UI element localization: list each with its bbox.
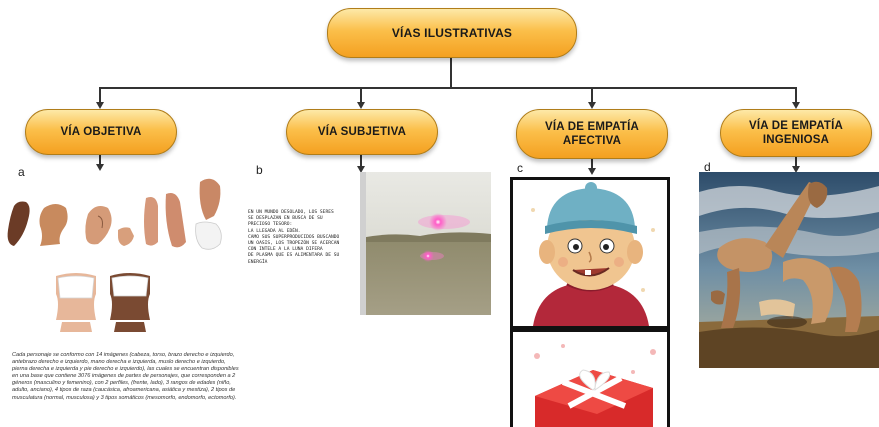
panel-d-painting: [699, 172, 879, 368]
story-line: PRECIOSO TESORO:: [248, 222, 293, 228]
panel-letter-a: a: [18, 165, 25, 179]
drop-c: [591, 87, 593, 103]
arrow-down-icon: [792, 166, 800, 173]
panel-b-image: [360, 172, 491, 315]
horizontal-connector: [100, 87, 797, 89]
panel-letter-c: c: [517, 161, 523, 175]
branch-label-line2: INGENIOSA: [762, 134, 830, 146]
sub-drop-d: [795, 155, 797, 167]
sub-drop-b: [360, 153, 362, 167]
story-line: EN UN MUNDO DESOLADO, LOS SERES: [248, 210, 334, 215]
drop-b: [360, 87, 362, 103]
arrow-down-icon: [588, 102, 596, 109]
drop-a: [99, 87, 101, 103]
body-parts-illustration: [0, 172, 240, 348]
story-line: DE PLASMA QUE ES ALIMENTARA DE SU: [248, 253, 340, 259]
drop-d: [795, 87, 797, 103]
arrow-down-icon: [96, 102, 104, 109]
panel-letter-d: d: [704, 160, 711, 174]
sub-drop-c: [591, 157, 593, 169]
arrow-down-icon: [792, 102, 800, 109]
branch-objetiva: VÍA OBJETIVA: [25, 109, 177, 155]
root-node: VÍAS ILUSTRATIVAS: [327, 8, 577, 58]
story-line: LA LLEGADA AL EDÉN.: [248, 228, 301, 234]
arrow-down-icon: [96, 164, 104, 171]
story-line: UN OASIS, LOS TROPEZÓN SE ACERCAN: [248, 241, 340, 247]
branch-label-line2: AFECTIVA: [562, 135, 622, 147]
branch-empatia-ingeniosa: VÍA DE EMPATÍA INGENIOSA: [720, 109, 872, 157]
story-line: ENERGÍA: [248, 259, 268, 265]
arrow-down-icon: [357, 166, 365, 173]
story-line: SE DESPLAZAN EN BUSCA DE SU: [248, 216, 323, 222]
branch-label: VÍA DE EMPATÍA: [749, 120, 843, 132]
branch-subjetiva: VÍA SUBJETIVA: [286, 109, 438, 155]
root-stem: [450, 54, 452, 88]
panel-b-story-text: EN UN MUNDO DESOLADO, LOS SERES SE DESPL…: [248, 210, 350, 266]
branch-label: VÍA SUBJETIVA: [317, 126, 407, 138]
panel-c-gift-illustration: [510, 329, 670, 427]
branch-label: VÍA DE EMPATÍA: [545, 121, 639, 133]
branch-label: VÍA OBJETIVA: [60, 126, 142, 138]
sub-drop-a: [99, 153, 101, 165]
arrow-down-icon: [588, 168, 596, 175]
story-line: CON INTELE A LA LUNA DIFERA: [248, 247, 323, 253]
panel-a-caption: Cada personaje se conformo con 14 imágen…: [12, 352, 239, 401]
root-label: VÍAS ILUSTRATIVAS: [391, 26, 513, 40]
panel-letter-b: b: [256, 163, 263, 177]
branch-empatia-afectiva: VÍA DE EMPATÍA AFECTIVA: [516, 109, 668, 159]
arrow-down-icon: [357, 102, 365, 109]
panel-c-boy-illustration: [510, 177, 670, 329]
story-line: CAMO SUS SUPERPRODUCIDOS BUSCANDO: [248, 234, 340, 240]
